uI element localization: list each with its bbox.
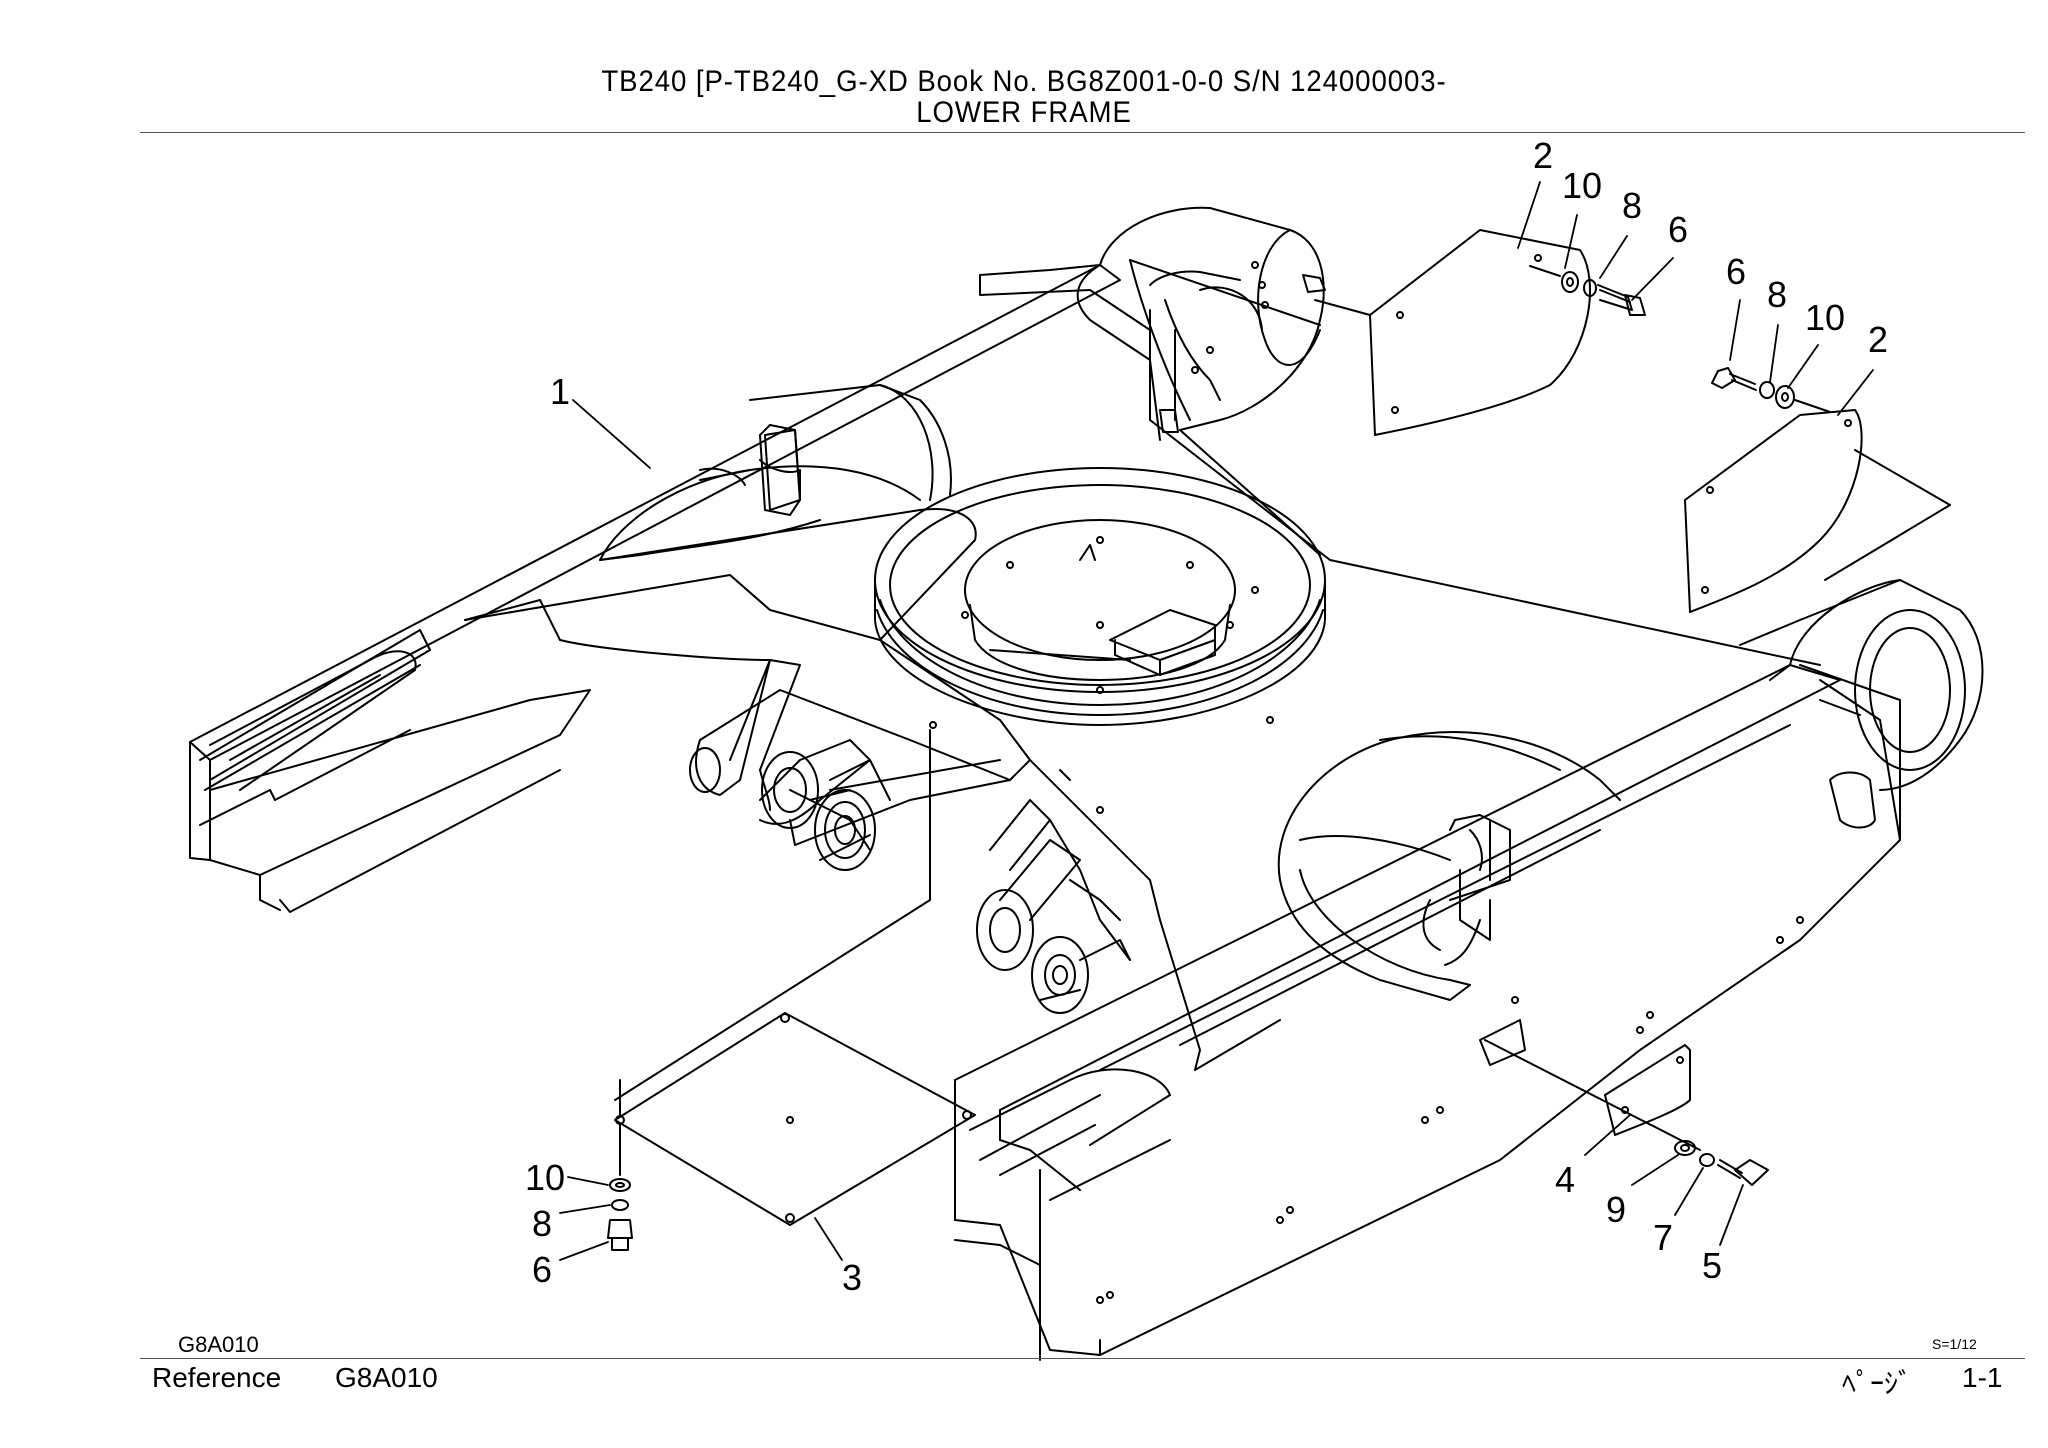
swing-bearing-ring <box>874 467 1326 726</box>
callout-2-right: 2 <box>1868 319 1888 360</box>
callout-labels: 1 2 10 8 6 6 8 10 2 10 8 6 3 4 9 7 5 <box>525 135 1888 1298</box>
fasteners-upper-b <box>1711 367 1831 413</box>
left-frame-bracket <box>699 424 801 516</box>
callout-8-upper: 8 <box>1622 185 1642 226</box>
header-rule-left <box>140 132 175 133</box>
left-track-frame <box>189 259 1321 913</box>
leader-lines <box>559 181 1874 1261</box>
callout-6-right: 6 <box>1726 251 1746 292</box>
fasteners-upper-a <box>1529 265 1646 316</box>
left-cavity <box>599 465 921 561</box>
header-rule-right <box>1990 132 2025 133</box>
callout-2-upper: 2 <box>1533 135 1553 176</box>
callout-10-upper: 10 <box>1562 165 1602 206</box>
reference-code: G8A010 <box>335 1362 438 1393</box>
cover-plate-2-lower <box>1684 409 1951 613</box>
callout-4: 4 <box>1555 1159 1575 1200</box>
callout-9: 9 <box>1606 1189 1626 1230</box>
reference-label: Reference <box>152 1362 282 1393</box>
blade-pins-right <box>976 769 1131 1014</box>
callout-1: 1 <box>550 371 570 412</box>
callout-10-lower: 10 <box>525 1157 565 1198</box>
left-rear-housing <box>979 206 1326 441</box>
center-body <box>464 259 1821 1071</box>
page-title: LOWER FRAME <box>916 96 1132 129</box>
page-number: 1-1 <box>1962 1362 2003 1393</box>
fasteners-lower-left <box>607 1124 633 1251</box>
footer-rule <box>140 1358 2025 1359</box>
page-label: ﾍﾟｰｼﾞ <box>1842 1368 1913 1399</box>
small-cover-plate-4 <box>1484 1039 1701 1151</box>
header-rule <box>175 132 1990 133</box>
header-line: TB240 [P-TB240_G-XD Book No. BG8Z001-0-0… <box>601 65 1447 98</box>
callout-6-upper: 6 <box>1668 209 1688 250</box>
callout-7: 7 <box>1653 1217 1673 1258</box>
callout-8-lower: 8 <box>532 1203 552 1244</box>
center-post <box>614 716 1274 1101</box>
right-track-frame <box>954 664 1901 1361</box>
blade-pins-left <box>689 659 891 871</box>
drawing-code: G8A010 <box>178 1332 259 1357</box>
callout-8-right: 8 <box>1767 274 1787 315</box>
cover-plate-2-upper <box>1314 229 1591 436</box>
right-cavity <box>1277 731 1621 1001</box>
callout-10-right: 10 <box>1805 297 1845 338</box>
right-rear-housing <box>1739 579 1984 791</box>
callout-3: 3 <box>842 1257 862 1298</box>
scale-label: S=1/12 <box>1932 1336 1977 1352</box>
callout-5: 5 <box>1702 1245 1722 1286</box>
callout-6-lower: 6 <box>532 1249 552 1290</box>
fasteners-lower-right <box>1674 1140 1769 1186</box>
under-cover-plate-3 <box>614 1012 976 1226</box>
